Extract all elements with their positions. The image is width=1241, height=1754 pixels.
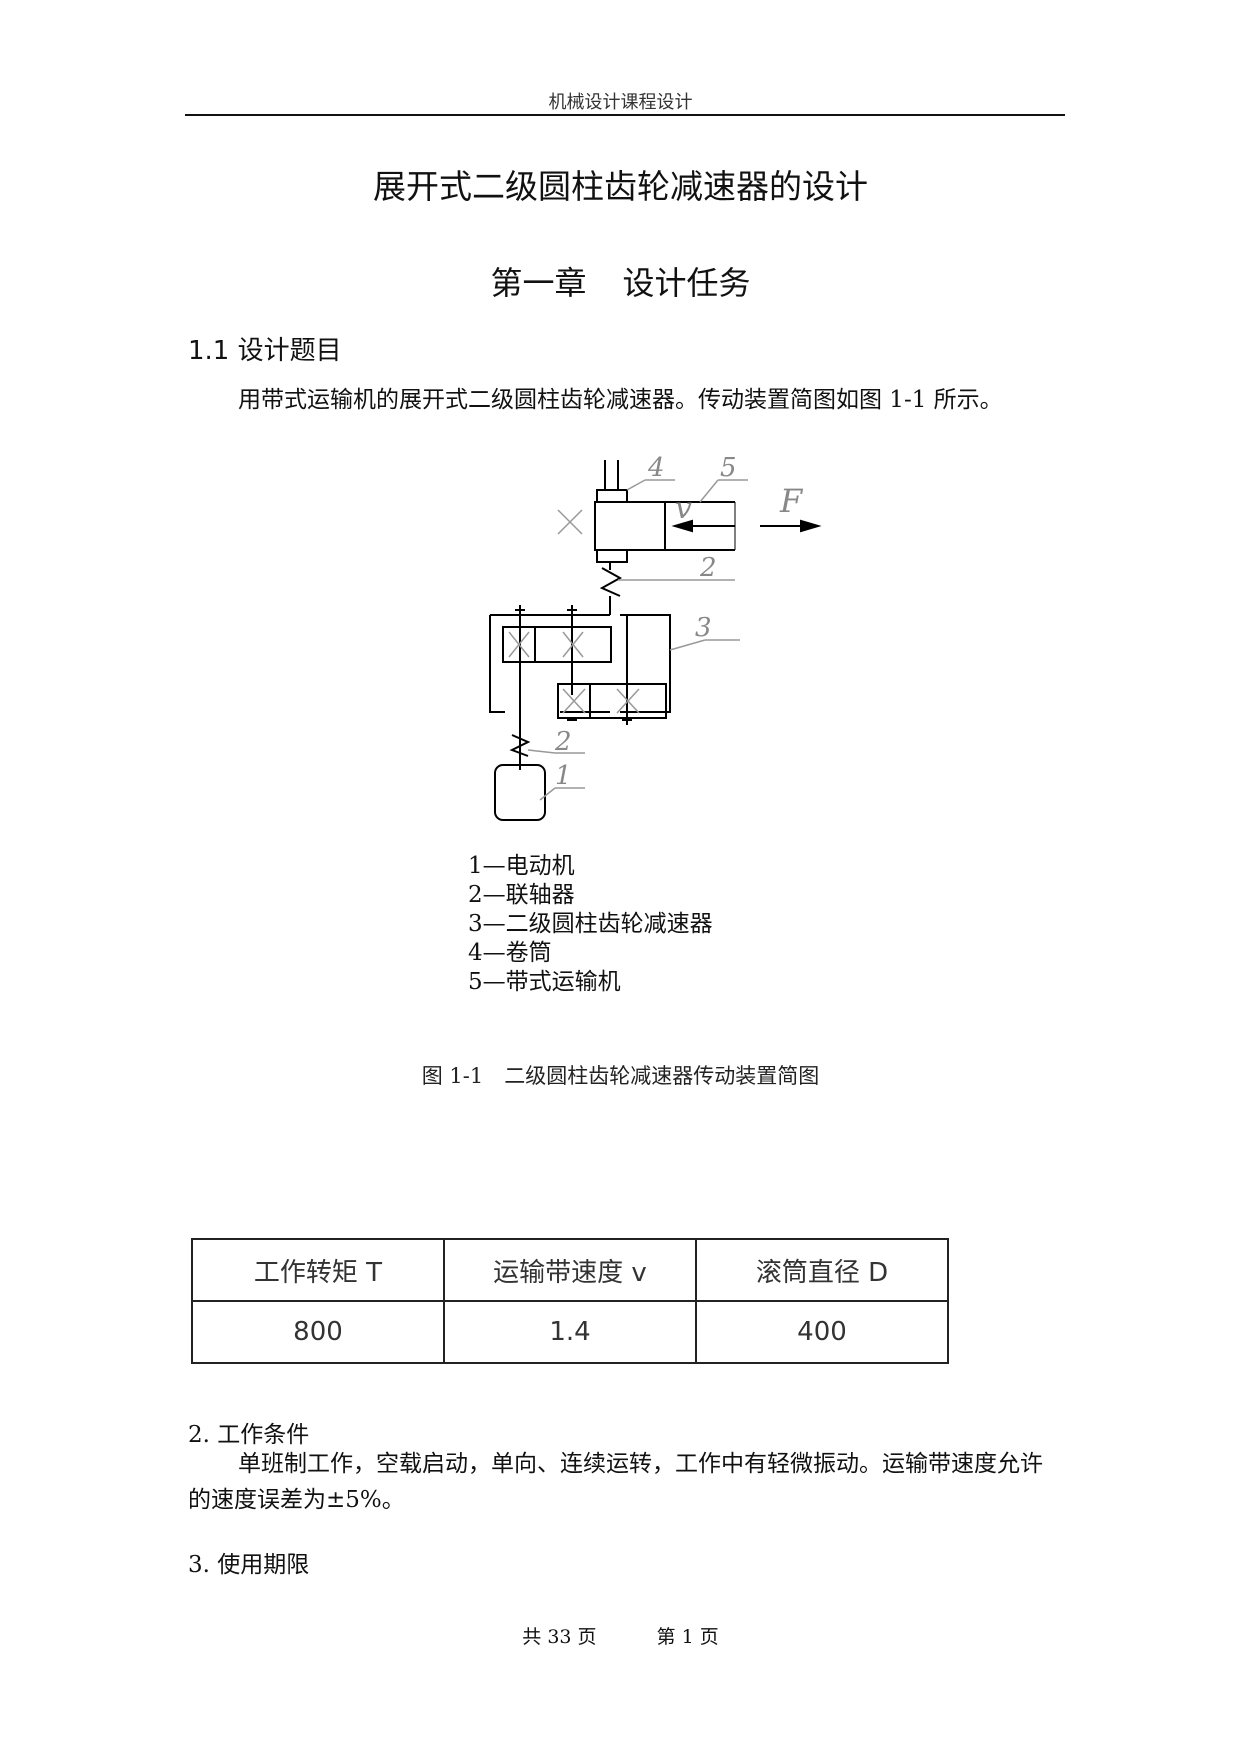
figure-caption: 图 1-1 二级圆柱齿轮减速器传动装置简图 <box>421 1064 820 1088</box>
legend-item: 3—二级圆柱齿轮减速器 <box>468 911 713 937</box>
velocity-label: v <box>675 491 692 526</box>
table-row: 800 1.4 400 <box>191 1300 949 1364</box>
force-label: F <box>779 482 804 520</box>
chapter-label: 第一章 <box>490 264 587 302</box>
footer-current-page: 第 1 页 <box>656 1626 719 1648</box>
page-footer: 共 33 页 第 1 页 <box>0 1622 1241 1649</box>
section-paragraph: 用带式运输机的展开式二级圆柱齿轮减速器。传动装置简图如图 1-1 所示。 <box>238 387 1003 413</box>
callout-2-lower: 2 <box>554 727 572 757</box>
parameters-table: 工作转矩 T 运输带速度 v 滚筒直径 D 800 1.4 400 <box>191 1238 949 1364</box>
document-title: 展开式二级圆柱齿轮减速器的设计 <box>373 167 868 206</box>
chapter-name: 设计任务 <box>622 264 751 302</box>
table-cell: 400 <box>695 1300 949 1364</box>
legend-item: 1—电动机 <box>468 853 575 879</box>
table-header-cell: 工作转矩 T <box>191 1238 445 1302</box>
table-cell: 1.4 <box>443 1300 697 1364</box>
callout-4: 4 <box>647 453 665 483</box>
legend-item: 5—带式运输机 <box>468 969 621 995</box>
callout-2-upper: 2 <box>699 553 717 583</box>
table-header-cell: 滚筒直径 D <box>695 1238 949 1302</box>
motor <box>494 764 546 821</box>
legend-item: 4—卷筒 <box>468 940 552 966</box>
table-cell: 800 <box>191 1300 445 1364</box>
diagram-legend: 1—电动机 2—联轴器 3—二级圆柱齿轮减速器 4—卷筒 5—带式运输机 <box>468 852 713 997</box>
callout-3: 3 <box>695 613 712 643</box>
drum <box>594 501 666 551</box>
footer-total-pages: 共 33 页 <box>522 1626 597 1648</box>
legend-item: 2—联轴器 <box>468 882 575 908</box>
item-3-heading: 3. 使用期限 <box>188 1552 310 1578</box>
transmission-diagram: 4 5 2 3 2 1 v F <box>489 453 822 821</box>
drum-top-bearing <box>596 489 628 503</box>
table-header-cell: 运输带速度 v <box>443 1238 697 1302</box>
page-header: 机械设计课程设计 <box>548 92 693 113</box>
table-header-row: 工作转矩 T 运输带速度 v 滚筒直径 D <box>191 1238 949 1302</box>
gear-4 <box>589 683 667 719</box>
chapter-heading: 第一章设计任务 <box>0 258 1241 304</box>
callout-1: 1 <box>555 761 572 791</box>
item-2-text: 单班制工作，空载启动，单向、连续运转，工作中有轻微振动。运输带速度允许的速度误差… <box>188 1451 1043 1513</box>
header-rule <box>185 114 1065 116</box>
item-2-heading: 2. 工作条件 <box>188 1422 310 1448</box>
gear-2 <box>534 626 612 663</box>
callout-5: 5 <box>720 453 737 483</box>
section-heading: 1.1 设计题目 <box>188 336 342 366</box>
drum-bottom-bearing <box>596 549 628 563</box>
